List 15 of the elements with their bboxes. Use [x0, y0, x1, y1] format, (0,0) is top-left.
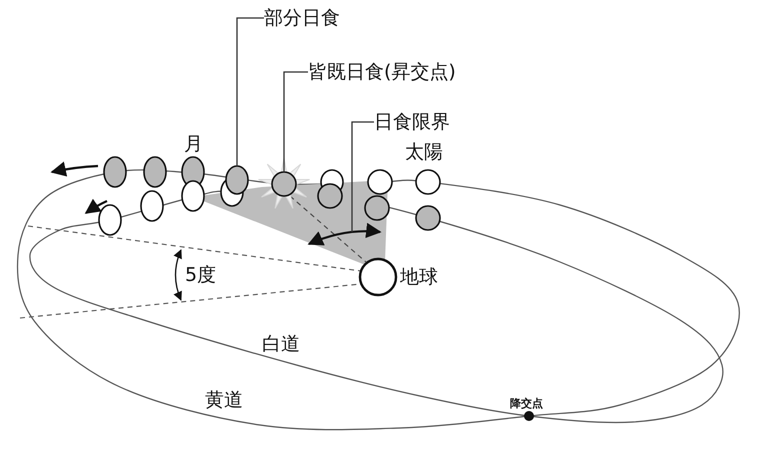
- leader-line: [283, 71, 308, 172]
- label-text: 5度: [185, 263, 216, 287]
- label-text: 太陽: [405, 140, 443, 164]
- label-text: 白道: [262, 332, 300, 356]
- callout-label: 皆既日食(昇交点): [308, 60, 456, 84]
- label-text: 黄道: [205, 388, 243, 412]
- label-text: 地球: [400, 265, 438, 289]
- label-text: 月: [184, 132, 203, 156]
- leader-line: [236, 17, 264, 166]
- leader-line: [351, 121, 374, 232]
- label-text: 降交点: [510, 397, 543, 410]
- callout-label: 部分日食: [264, 6, 340, 30]
- moon-oval: [225, 165, 249, 195]
- moon-oval: [271, 171, 297, 197]
- callout-label: 日食限界: [374, 110, 450, 134]
